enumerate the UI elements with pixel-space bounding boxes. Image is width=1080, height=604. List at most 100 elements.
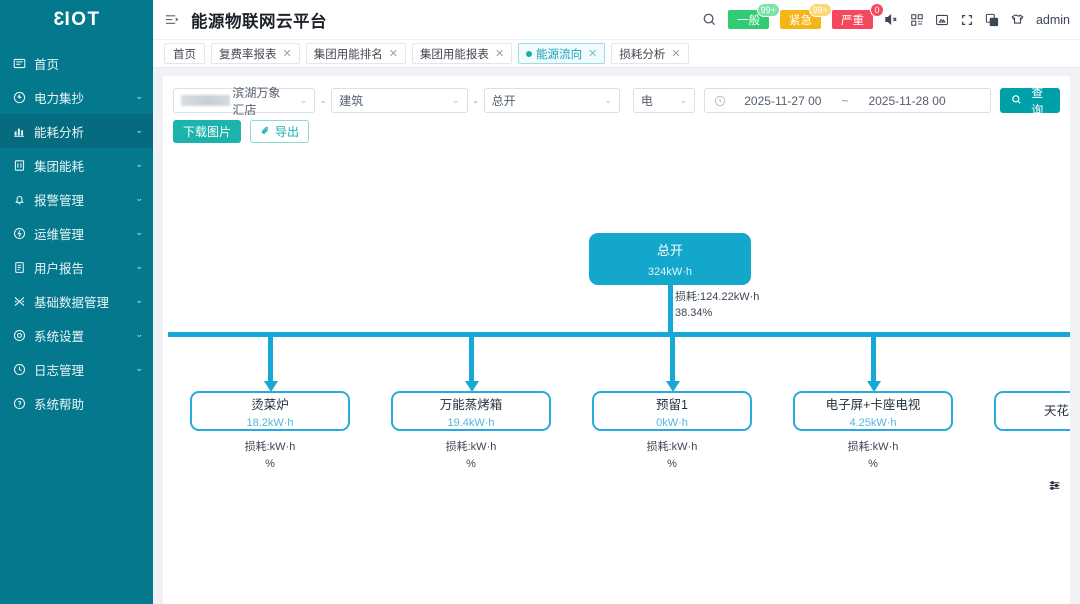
sidebar-item-ops-management[interactable]: 运维管理 ⌄ bbox=[0, 216, 153, 250]
sidebar-item-label: 能耗分析 bbox=[34, 125, 85, 140]
search-icon[interactable] bbox=[702, 12, 717, 27]
fullscreen-icon[interactable] bbox=[960, 13, 974, 27]
paperclip-icon bbox=[260, 125, 271, 139]
chevron-down-icon: ⌄ bbox=[135, 362, 143, 373]
tab-label: 集团用能排名 bbox=[313, 48, 383, 61]
help-icon bbox=[11, 397, 27, 410]
sliders-icon[interactable] bbox=[1048, 479, 1061, 492]
main-area: 能源物联网云平台 一般 99+ 紧急 99+ 严重 0 bbox=[153, 0, 1080, 604]
building-select-value: 建筑 bbox=[339, 94, 364, 108]
page-title: 能源物联网云平台 bbox=[191, 12, 327, 31]
redacted-text bbox=[181, 95, 231, 106]
sidebar-item-label: 集团能耗 bbox=[34, 159, 85, 174]
sidebar-item-user-report[interactable]: 用户报告 ⌄ bbox=[0, 250, 153, 284]
tab-group-usage-ranking[interactable]: 集团用能排名 ✕ bbox=[305, 43, 406, 64]
leaf-loss-value: 损耗:kW·h bbox=[646, 441, 698, 453]
node-value: 4.25kW·h bbox=[849, 416, 897, 429]
export-label: 导出 bbox=[275, 125, 300, 139]
download-image-button[interactable]: 下载图片 bbox=[173, 120, 242, 143]
sidebar-item-label: 系统设置 bbox=[34, 329, 85, 344]
energy-type-select[interactable]: 电 ⌄ bbox=[632, 88, 696, 113]
arrow-down-icon bbox=[866, 381, 881, 392]
root-loss-value: 损耗:124.22kW·h bbox=[675, 291, 760, 303]
tab-rate-report[interactable]: 复费率报表 ✕ bbox=[211, 43, 300, 64]
mute-icon[interactable] bbox=[884, 12, 899, 27]
sidebar-item-basic-data[interactable]: 基础数据管理 ⌄ bbox=[0, 284, 153, 318]
diagram-node-leaf-1[interactable]: 烫菜炉 18.2kW·h bbox=[190, 391, 350, 431]
leaf-loss-2: 损耗:kW·h % bbox=[391, 439, 551, 473]
alarm-chip-general[interactable]: 一般 99+ bbox=[727, 3, 780, 29]
tab-label: 复费率报表 bbox=[219, 48, 277, 61]
filter-separator: - bbox=[473, 93, 478, 108]
alarm-chip-urgent[interactable]: 紧急 99+ bbox=[779, 3, 832, 29]
node-name: 烫菜炉 bbox=[251, 397, 289, 412]
sidebar-item-system-settings[interactable]: 系统设置 ⌄ bbox=[0, 318, 153, 352]
sidebar-item-alarm-management[interactable]: 报警管理 ⌄ bbox=[0, 182, 153, 216]
qrcode-icon[interactable] bbox=[910, 13, 924, 27]
status-badge: 99+ bbox=[756, 3, 780, 17]
chevron-down-icon: ⌄ bbox=[135, 192, 143, 203]
screenshot-icon[interactable] bbox=[935, 13, 949, 27]
tab-loss-analysis[interactable]: 损耗分析 ✕ bbox=[611, 43, 689, 64]
arrow-down-icon bbox=[464, 381, 479, 392]
alarm-chip-severe[interactable]: 严重 0 bbox=[831, 3, 884, 29]
leaf-loss-4: 损耗:kW·h % bbox=[793, 439, 953, 473]
sidebar-menu: 首页 电力集抄 ⌄ 能耗分析 ⌄ 集团能耗 bbox=[0, 46, 153, 420]
diagram-node-leaf-2[interactable]: 万能蒸烤箱 19.4kW·h bbox=[391, 391, 551, 431]
alarm-chip-label: 严重 bbox=[840, 14, 864, 27]
diagram-node-leaf-4[interactable]: 电子屏+卡座电视 4.25kW·h bbox=[793, 391, 953, 431]
close-icon[interactable]: ✕ bbox=[588, 48, 598, 60]
tab-home[interactable]: 首页 bbox=[164, 43, 205, 64]
root-loss-label: 损耗:124.22kW·h 38.34% bbox=[675, 289, 759, 321]
sidebar-item-log-management[interactable]: 日志管理 ⌄ bbox=[0, 352, 153, 386]
store-select[interactable]: 滨湖万象汇店 ⌄ bbox=[173, 86, 316, 117]
circuit-select[interactable]: 总开 ⌄ bbox=[483, 88, 620, 113]
user-name[interactable]: admin bbox=[1035, 12, 1070, 27]
chevron-down-icon: ⌄ bbox=[452, 95, 460, 105]
sidebar-item-power-reading[interactable]: 电力集抄 ⌄ bbox=[0, 80, 153, 114]
top-header: 能源物联网云平台 一般 99+ 紧急 99+ 严重 0 bbox=[153, 0, 1080, 40]
tab-group-usage-report[interactable]: 集团用能报表 ✕ bbox=[411, 43, 513, 64]
tab-energy-flow[interactable]: 能源流向 ✕ bbox=[518, 43, 606, 64]
language-icon[interactable] bbox=[985, 13, 999, 27]
close-icon[interactable]: ✕ bbox=[494, 48, 505, 60]
content-area: 滨湖万象汇店 ⌄ - 建筑 ⌄ - 总开 ⌄ 电 ⌄ bbox=[153, 68, 1080, 604]
query-button[interactable]: 查询 bbox=[999, 86, 1061, 117]
diagram-bus-bar bbox=[168, 332, 1070, 337]
close-icon[interactable]: ✕ bbox=[671, 48, 681, 60]
query-button-label: 查询 bbox=[1031, 85, 1044, 117]
date-range-picker[interactable]: 2025-11-27 00 ~ 2025-11-28 00 bbox=[704, 88, 991, 113]
report-icon bbox=[11, 261, 27, 274]
close-icon[interactable]: ✕ bbox=[282, 48, 292, 60]
chevron-down-icon: ⌄ bbox=[679, 95, 688, 105]
sidebar-item-group-energy[interactable]: 集团能耗 ⌄ bbox=[0, 148, 153, 182]
node-value: 19.4kW·h bbox=[447, 416, 495, 429]
menu-collapse-icon[interactable] bbox=[164, 12, 182, 27]
energy-flow-diagram: 总开 324kW·h 损耗:124.22kW·h 38.34% bbox=[163, 143, 1070, 604]
store-select-value: 滨湖万象汇店 bbox=[232, 85, 281, 117]
sidebar-item-label: 用户报告 bbox=[34, 261, 85, 276]
export-button[interactable]: 导出 bbox=[250, 120, 310, 143]
leaf-loss-1: 损耗:kW·h % bbox=[190, 439, 350, 473]
diagram-node-root[interactable]: 总开 324kW·h bbox=[589, 233, 751, 285]
close-icon[interactable]: ✕ bbox=[388, 48, 398, 60]
building-select[interactable]: 建筑 ⌄ bbox=[331, 88, 468, 113]
diagram-node-leaf-5[interactable]: 天花 bbox=[994, 391, 1070, 431]
diagram-node-leaf-3[interactable]: 预留1 0kW·h bbox=[592, 391, 752, 431]
node-value: 324kW·h bbox=[647, 266, 693, 278]
chevron-down-icon: ⌄ bbox=[135, 90, 143, 101]
chevron-down-icon: ⌄ bbox=[604, 95, 612, 105]
energy-flow-card: 滨湖万象汇店 ⌄ - 建筑 ⌄ - 总开 ⌄ 电 ⌄ bbox=[163, 76, 1070, 604]
status-badge: 0 bbox=[869, 3, 884, 17]
meter-icon bbox=[11, 91, 27, 104]
sidebar-item-home[interactable]: 首页 bbox=[0, 46, 153, 80]
node-value: 0kW·h bbox=[656, 416, 688, 429]
leaf-loss-3: 损耗:kW·h % bbox=[592, 439, 752, 473]
sidebar-item-label: 运维管理 bbox=[34, 227, 85, 242]
sidebar-item-energy-analysis[interactable]: 能耗分析 ⌄ bbox=[0, 114, 153, 148]
sidebar-item-system-help[interactable]: 系统帮助 bbox=[0, 386, 153, 420]
chevron-down-icon: ⌄ bbox=[135, 158, 143, 169]
theme-shirt-icon[interactable] bbox=[1010, 12, 1025, 27]
